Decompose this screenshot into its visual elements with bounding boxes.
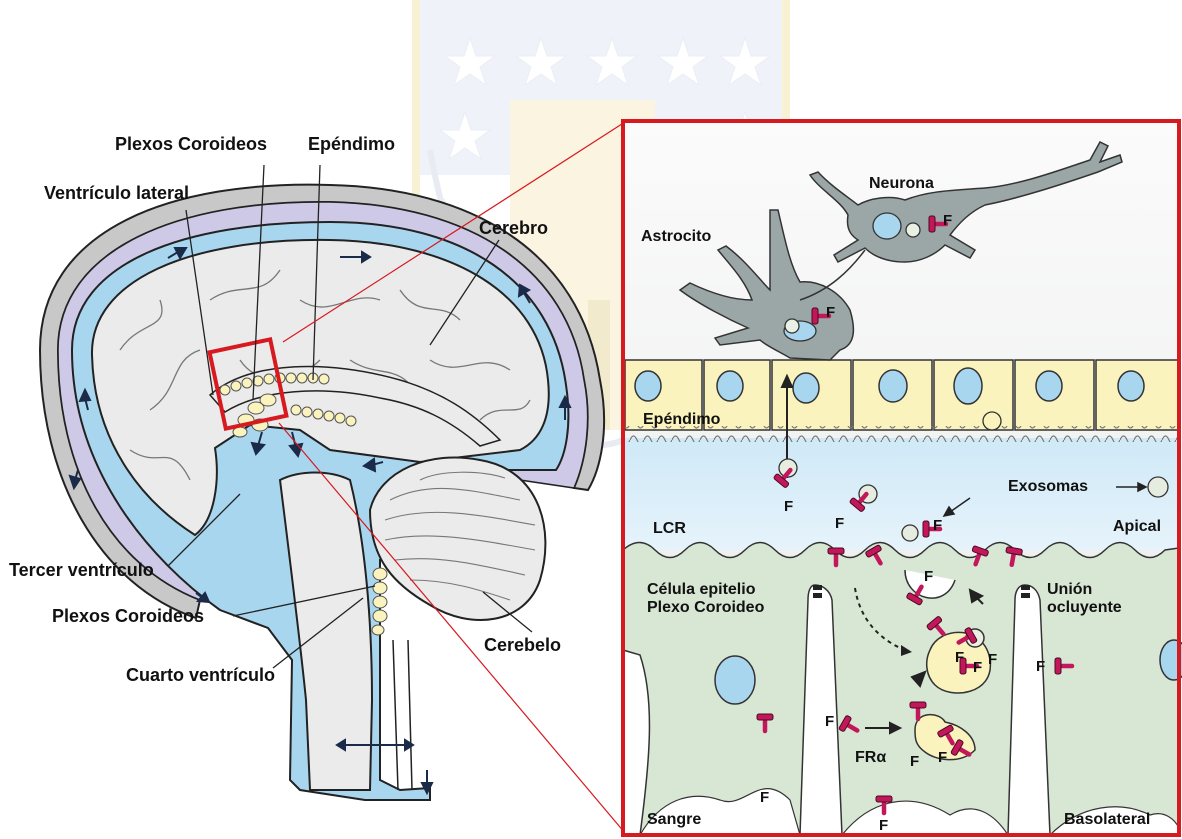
label-cerebelo: Cerebelo bbox=[484, 635, 561, 656]
folate-label: F bbox=[910, 754, 919, 769]
label-cuarto-ventriculo: Cuarto ventrículo bbox=[126, 665, 275, 686]
label-apical: Apical bbox=[1113, 518, 1161, 536]
folate-label: F bbox=[924, 569, 933, 584]
folate-label: F bbox=[955, 650, 964, 665]
folate-label: F bbox=[879, 818, 888, 833]
folate-label: F bbox=[973, 660, 982, 675]
label-fra: FRα bbox=[855, 749, 886, 767]
folate-label: F bbox=[825, 714, 834, 729]
folate-label: F bbox=[988, 652, 997, 667]
label-celula-line1: Célula epitelio bbox=[647, 581, 764, 599]
label-basolateral: Basolateral bbox=[1064, 811, 1150, 829]
label-celula-epitelio: Célula epitelio Plexo Coroideo bbox=[647, 581, 764, 618]
label-ependimo-top: Epéndimo bbox=[308, 134, 395, 155]
folate-label: F bbox=[835, 516, 844, 531]
label-exosomas: Exosomas bbox=[1008, 478, 1088, 496]
folate-label: F bbox=[933, 518, 942, 533]
folate-label: F bbox=[784, 499, 793, 514]
label-plexos-coroideos-top: Plexos Coroideos bbox=[115, 134, 267, 155]
folate-label: F bbox=[760, 790, 769, 805]
label-lcr: LCR bbox=[653, 520, 686, 538]
folate-label: F bbox=[938, 750, 947, 765]
label-ependimo-inset: Epéndimo bbox=[643, 411, 720, 429]
label-neurona: Neurona bbox=[869, 175, 934, 193]
label-astrocito: Astrocito bbox=[641, 228, 711, 246]
label-sangre: Sangre bbox=[647, 811, 701, 829]
label-union-line2: ocluyente bbox=[1047, 599, 1122, 617]
folate-label: F bbox=[826, 305, 835, 320]
label-union-ocluyente: Unión ocluyente bbox=[1047, 581, 1122, 618]
label-celula-line2: Plexo Coroideo bbox=[647, 599, 764, 617]
folate-label: F bbox=[943, 213, 952, 228]
label-union-line1: Unión bbox=[1047, 581, 1122, 599]
cerebellum bbox=[370, 457, 545, 620]
label-ventriculo-lateral: Ventrículo lateral bbox=[44, 183, 189, 204]
label-tercer-ventriculo: Tercer ventrículo bbox=[9, 560, 154, 581]
label-cerebro: Cerebro bbox=[479, 218, 548, 239]
label-plexos-coroideos-bottom: Plexos Coroideos bbox=[52, 606, 204, 627]
folate-label: F bbox=[1036, 659, 1045, 674]
